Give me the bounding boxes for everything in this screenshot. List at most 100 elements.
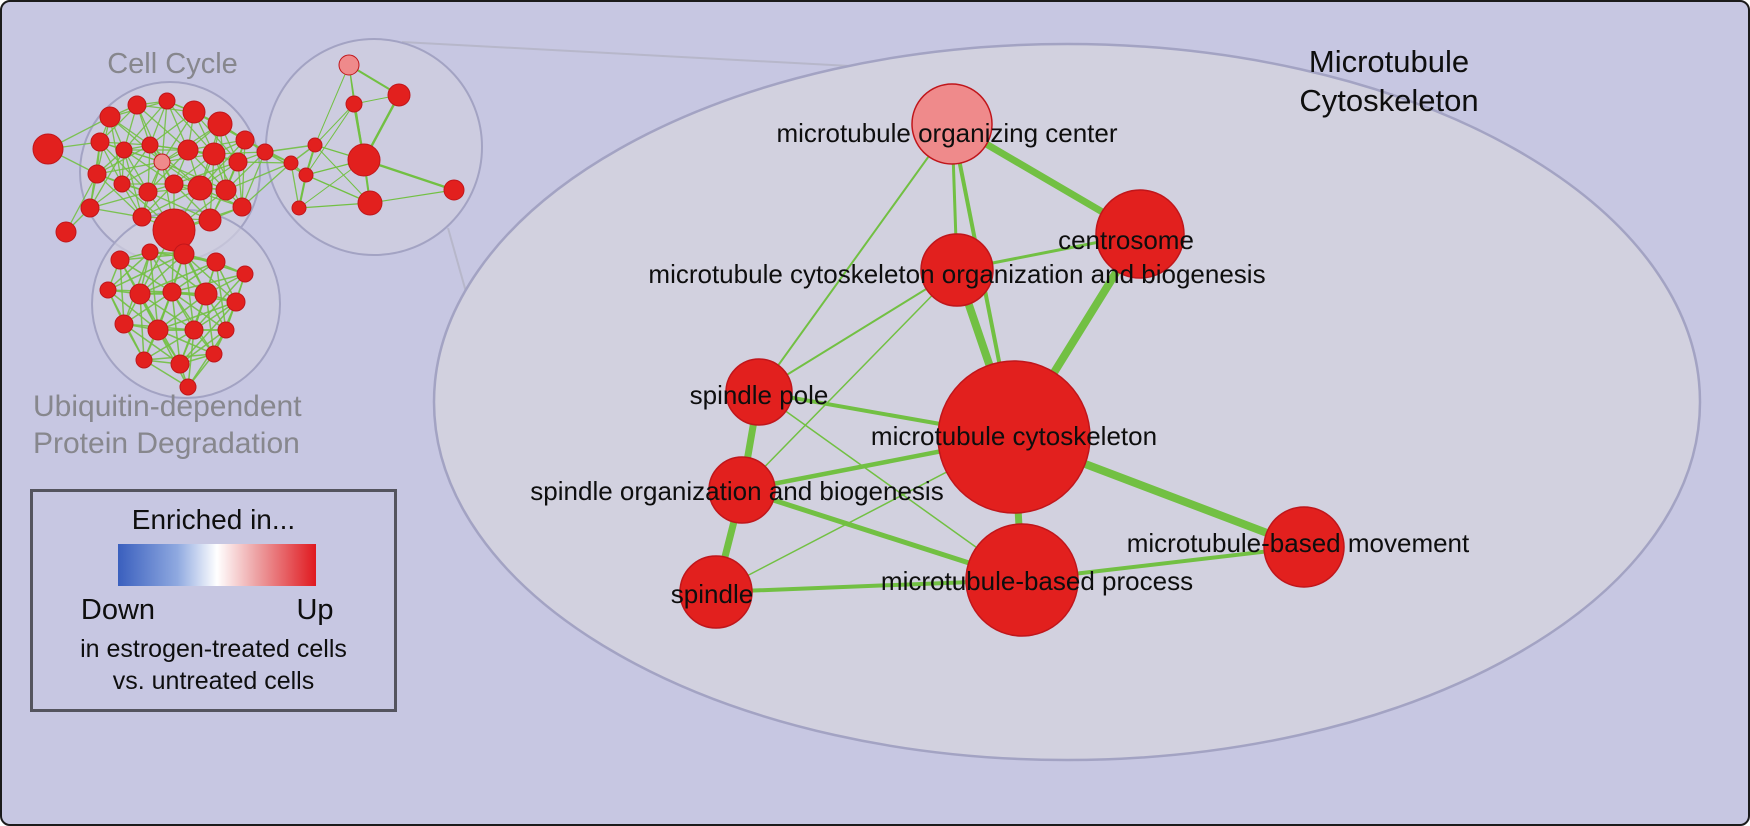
ubiquitin-cluster-edge — [107, 251, 151, 291]
ubiquitin-cluster-edge — [215, 261, 227, 331]
overview-node — [202, 142, 226, 166]
overview-node — [115, 141, 133, 159]
ubiquitin-cluster-edge — [179, 329, 227, 365]
mini-node-moc — [338, 54, 360, 76]
ubiquitin-label-line2: Protein Degradation — [33, 427, 300, 460]
overview-node — [215, 179, 237, 201]
mini-node-cen — [387, 83, 411, 107]
overview-node — [127, 95, 147, 115]
overview-node — [283, 155, 299, 171]
cellcycle-cluster-edge — [241, 162, 292, 208]
cellcycle-cluster-edge — [173, 161, 239, 185]
mini-node-mv — [443, 179, 465, 201]
overview-node — [135, 351, 153, 369]
mini-edge — [305, 103, 355, 176]
ubiquitin-cluster-edge — [179, 301, 237, 365]
overview-node — [236, 265, 254, 283]
node-label-cen: centrosome — [1058, 225, 1194, 255]
node-moc — [911, 83, 993, 165]
overview-node — [153, 153, 171, 171]
cellcycle-cluster-edge — [123, 100, 168, 151]
zoom-edge-mcob-so — [741, 269, 958, 491]
overview-node — [55, 221, 77, 243]
overview-node — [99, 106, 121, 128]
mini-node-mc — [347, 143, 381, 177]
cluster-label-cell-cycle: Cell Cycle — [107, 48, 238, 80]
overview-node — [132, 207, 152, 227]
cellcycle-cluster-edge — [225, 162, 292, 191]
node-label-pr: microtubule-based process — [881, 566, 1193, 596]
node-cen — [1095, 189, 1185, 279]
node-label-sp: spindle pole — [690, 380, 829, 410]
node-label-spn: spindle — [671, 579, 753, 609]
overview-node — [147, 319, 169, 341]
ubiquitin-cluster-edge — [139, 293, 195, 331]
mini-edge — [314, 64, 350, 146]
mini-node-sp — [307, 137, 323, 153]
overview-node — [182, 100, 206, 124]
zoom-title-line2: Cytoskeleton — [1299, 83, 1479, 118]
overview-node — [129, 283, 151, 305]
overview-node — [114, 314, 134, 334]
overview-node — [206, 252, 226, 272]
overview-node — [141, 243, 159, 261]
mini-edge — [369, 189, 455, 204]
ubiquitin-cluster-edge — [139, 261, 217, 295]
node-mc — [937, 360, 1091, 514]
cellcycle-cluster-edge — [89, 191, 149, 209]
legend-down-label: Down — [80, 594, 156, 626]
ubiquitin-cluster-edge — [157, 301, 237, 331]
overview-node — [90, 132, 110, 152]
legend-title: Enriched in... — [131, 504, 296, 535]
ubiquitin-cluster-edge — [143, 359, 189, 388]
zoom-edge-moc-sp — [758, 123, 953, 393]
overview-node — [162, 282, 182, 302]
overview-node — [110, 250, 130, 270]
overview-node — [228, 152, 248, 172]
cellcycle-cluster-edge — [96, 173, 143, 218]
cellcycle-cluster-edge — [166, 100, 215, 155]
overview-node — [198, 208, 222, 232]
overview-node — [256, 143, 274, 161]
legend-gradient-bar — [118, 544, 316, 586]
overview-node — [205, 345, 223, 363]
legend-box: Enriched in... Down Up in estrogen-treat… — [30, 489, 397, 712]
cellcycle-cluster-edge — [65, 173, 98, 233]
overview-node — [32, 133, 64, 165]
overview-node — [217, 321, 235, 339]
ubiquitin-cluster-edge — [107, 289, 159, 331]
zoom-title-line1: Microtubule — [1308, 44, 1470, 79]
overview-node — [179, 378, 197, 396]
legend-caption-line1: in estrogen-treated cells — [80, 635, 347, 663]
bridge-edge — [290, 162, 300, 209]
overview-node — [164, 174, 184, 194]
overview-node — [173, 243, 195, 265]
cellcycle-cluster-edge — [89, 149, 125, 209]
overview-node — [177, 139, 199, 161]
ubiquitin-cluster-edge — [119, 259, 173, 293]
mini-node-pr — [357, 190, 383, 216]
node-mcob — [920, 233, 994, 307]
ubiquitin-cluster-edge — [123, 291, 173, 325]
ubiquitin-label-line1: Ubiquitin-dependent — [33, 390, 302, 423]
overview-node — [170, 354, 190, 374]
zoom-edge-mcob-sp — [758, 269, 958, 393]
ubiquitin-cluster-edge — [143, 329, 195, 361]
cellcycle-cluster-edge — [96, 144, 151, 175]
cellcycle-cluster-edge — [161, 100, 168, 163]
node-label-mcob: microtubule cytoskeleton organization an… — [648, 259, 1265, 289]
cellcycle-cluster-edge — [96, 161, 163, 175]
node-pr — [965, 523, 1079, 637]
node-mv — [1263, 506, 1345, 588]
mini-node-spn — [291, 200, 307, 216]
mini-node-so — [298, 167, 314, 183]
mini-edge — [314, 103, 355, 146]
overview-node — [87, 164, 107, 184]
overview-node — [138, 182, 158, 202]
overview-node — [113, 175, 131, 193]
ubiquitin-cluster-edge — [187, 329, 195, 388]
node-spn — [679, 555, 753, 629]
node-label-so: spindle organization and biogenesis — [530, 476, 943, 506]
